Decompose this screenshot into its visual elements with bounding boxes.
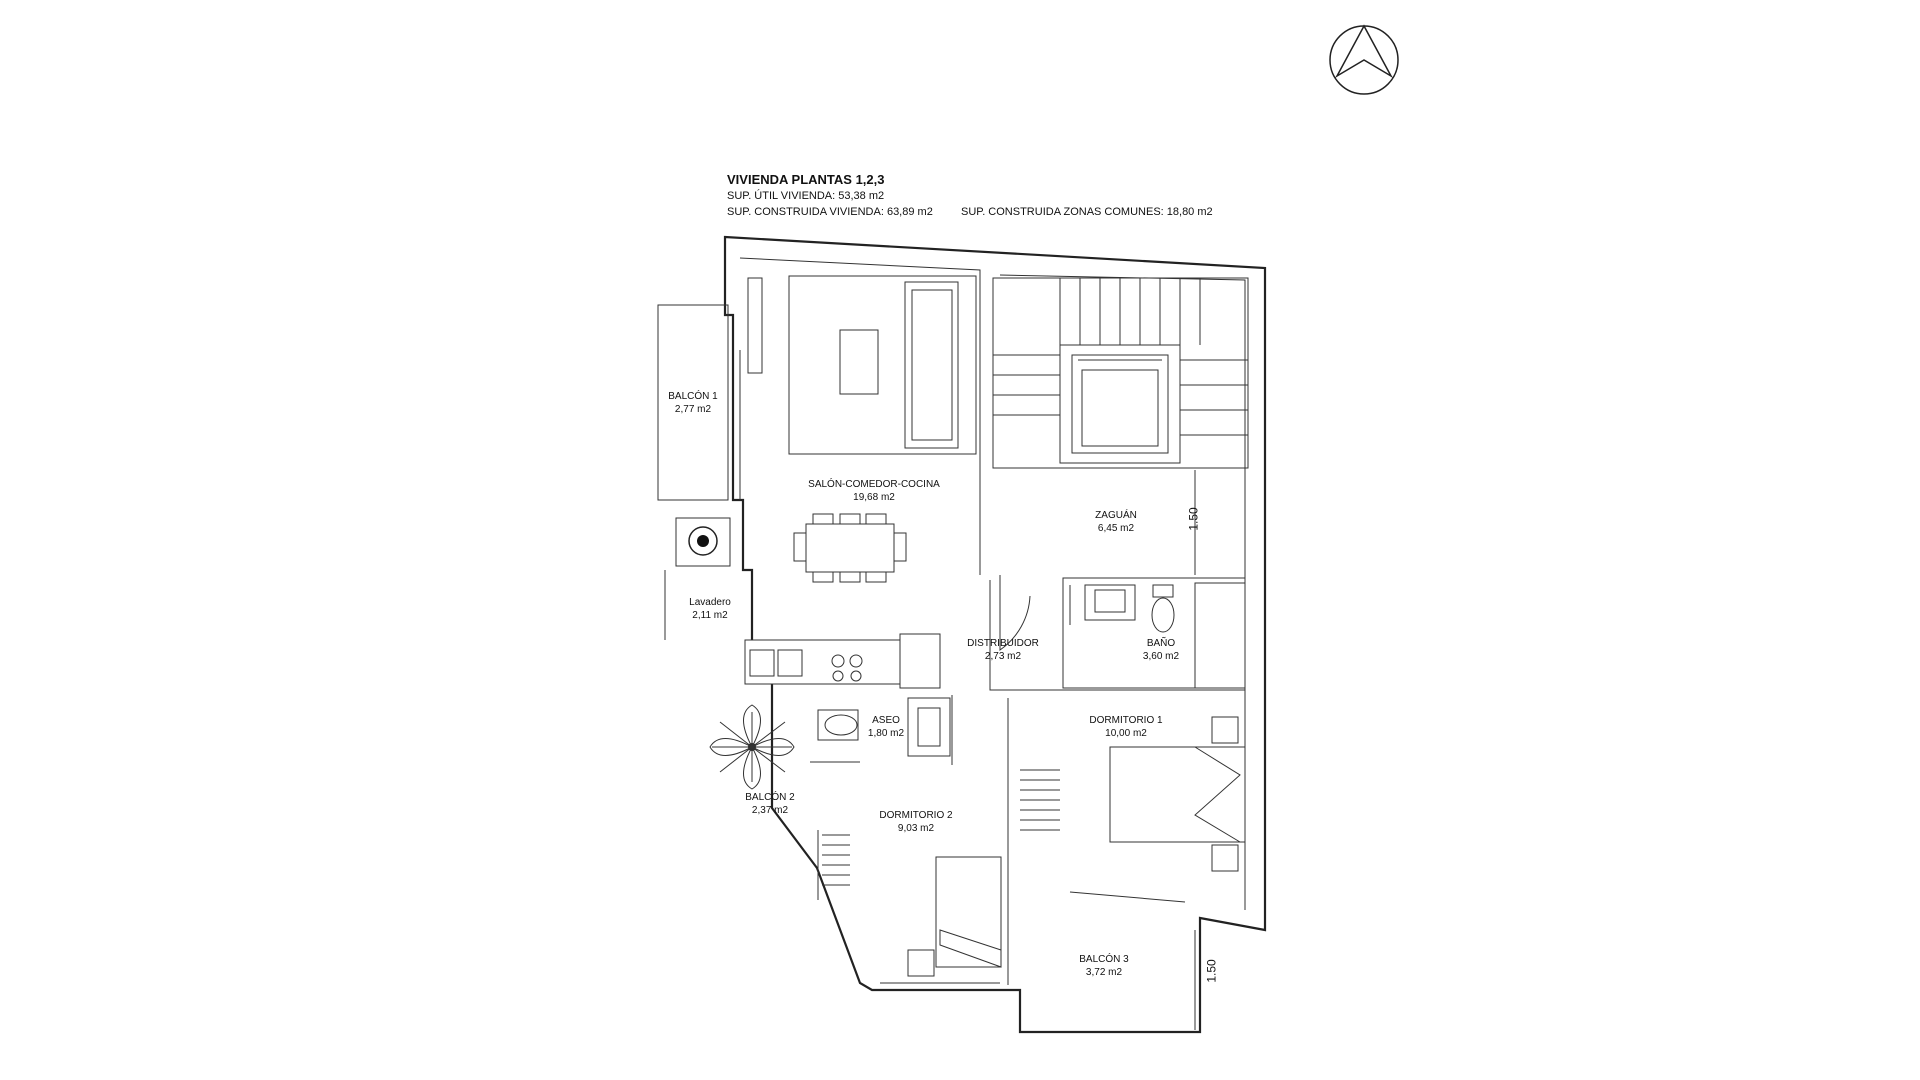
room-name: DORMITORIO 2 [879, 810, 953, 821]
room-lavadero: Lavadero 2,11 m2 [689, 596, 731, 622]
washbasin-bowl [1094, 589, 1126, 613]
dimension-zaguan: 1.50 [1186, 507, 1201, 531]
cabinet [747, 277, 763, 374]
sup-construida: SUP. CONSTRUIDA VIVIENDA: 63,89 m2 [727, 206, 933, 218]
shower [1194, 582, 1246, 689]
coffee-table [839, 329, 879, 395]
nightstand [907, 949, 935, 977]
room-area: 19,68 m2 [853, 492, 895, 503]
north-arrow-icon [1329, 24, 1399, 95]
chair [865, 513, 887, 525]
wardrobe [1020, 769, 1060, 831]
elevator [1059, 344, 1181, 464]
room-area: 3,60 m2 [1142, 651, 1180, 662]
plant-icon [709, 704, 795, 790]
nightstand [1211, 716, 1239, 744]
room-balcon1: BALCÓN 1 2,77 m2 [668, 390, 717, 416]
room-area: 2,73 m2 [984, 651, 1022, 662]
room-zaguan: ZAGUÁN 6,45 m2 [1095, 509, 1137, 535]
dimension-balcon3: 1.50 [1204, 959, 1219, 983]
room-name: BAÑO [1146, 638, 1176, 649]
room-area: 1,80 m2 [867, 728, 905, 739]
room-distribuidor: DISTRIBUIDOR 2,73 m2 [967, 637, 1039, 663]
chair [839, 571, 861, 583]
room-balcon2: BALCÓN 2 2,37 m2 [745, 791, 794, 817]
hob-burner [832, 670, 844, 682]
room-bano: BAÑO 3,60 m2 [1143, 637, 1179, 663]
outer-wall [723, 235, 1267, 1034]
sink [749, 649, 775, 677]
chair [893, 532, 907, 562]
washer-center [697, 535, 709, 547]
hob-burner [850, 670, 862, 682]
room-area: 10,00 m2 [1105, 728, 1147, 739]
toilet [1151, 597, 1175, 633]
room-name: Lavadero [689, 597, 731, 608]
room-area: 6,45 m2 [1097, 523, 1135, 534]
staircase [992, 277, 1249, 469]
bed-cover [939, 929, 1002, 968]
room-name: SALÓN-COMEDOR-COCINA [808, 479, 940, 490]
chair [812, 571, 834, 583]
chair [793, 532, 807, 562]
sup-util: SUP. ÚTIL VIVIENDA: 53,38 m2 [727, 190, 885, 202]
room-name: ASEO [872, 715, 900, 726]
room-balcon3: BALCÓN 3 3,72 m2 [1079, 953, 1128, 979]
room-area: 2,37 m2 [751, 805, 789, 816]
wardrobe [817, 830, 850, 900]
room-name: DISTRIBUIDOR [967, 638, 1039, 649]
plan-title: VIVIENDA PLANTAS 1,2,3 [727, 172, 885, 187]
sink [777, 649, 803, 677]
aseo-toilet [824, 714, 858, 736]
sup-comunes: SUP. CONSTRUIDA ZONAS COMUNES: 18,80 m2 [961, 206, 1213, 218]
room-name: BALCÓN 1 [668, 391, 718, 402]
washer-drum [688, 526, 718, 556]
dining-table [805, 523, 895, 573]
room-name: BALCÓN 2 [745, 792, 795, 803]
chair [865, 571, 887, 583]
dorm1-window [1069, 891, 1186, 903]
room-name: ZAGUÁN [1095, 510, 1137, 521]
fridge [899, 633, 941, 689]
room-aseo: ASEO 1,80 m2 [868, 714, 904, 740]
room-area: 2,77 m2 [674, 404, 712, 415]
room-dormitorio1: DORMITORIO 1 10,00 m2 [1089, 714, 1162, 740]
balcon1-outline [657, 304, 729, 501]
room-area: 2,11 m2 [692, 610, 728, 621]
bed [935, 856, 1002, 968]
aseo-basin-bowl [917, 707, 941, 747]
sofa-cushion [911, 289, 953, 441]
room-area: 3,72 m2 [1085, 967, 1123, 978]
room-area: 9,03 m2 [897, 823, 935, 834]
chair [812, 513, 834, 525]
inner-wall [739, 257, 1246, 910]
nightstand [1211, 844, 1239, 872]
toilet-tank [1152, 584, 1174, 598]
room-dormitorio2: DORMITORIO 2 9,03 m2 [879, 809, 952, 835]
double-bed [1109, 746, 1246, 843]
door-arc [999, 575, 1031, 651]
hob-burner [831, 654, 845, 668]
room-name: BALCÓN 3 [1079, 954, 1129, 965]
room-name: DORMITORIO 1 [1089, 715, 1163, 726]
double-bed-cover [1194, 746, 1241, 843]
chair [839, 513, 861, 525]
room-salon: SALÓN-COMEDOR-COCINA 19,68 m2 [808, 478, 940, 504]
hob-burner [849, 654, 863, 668]
